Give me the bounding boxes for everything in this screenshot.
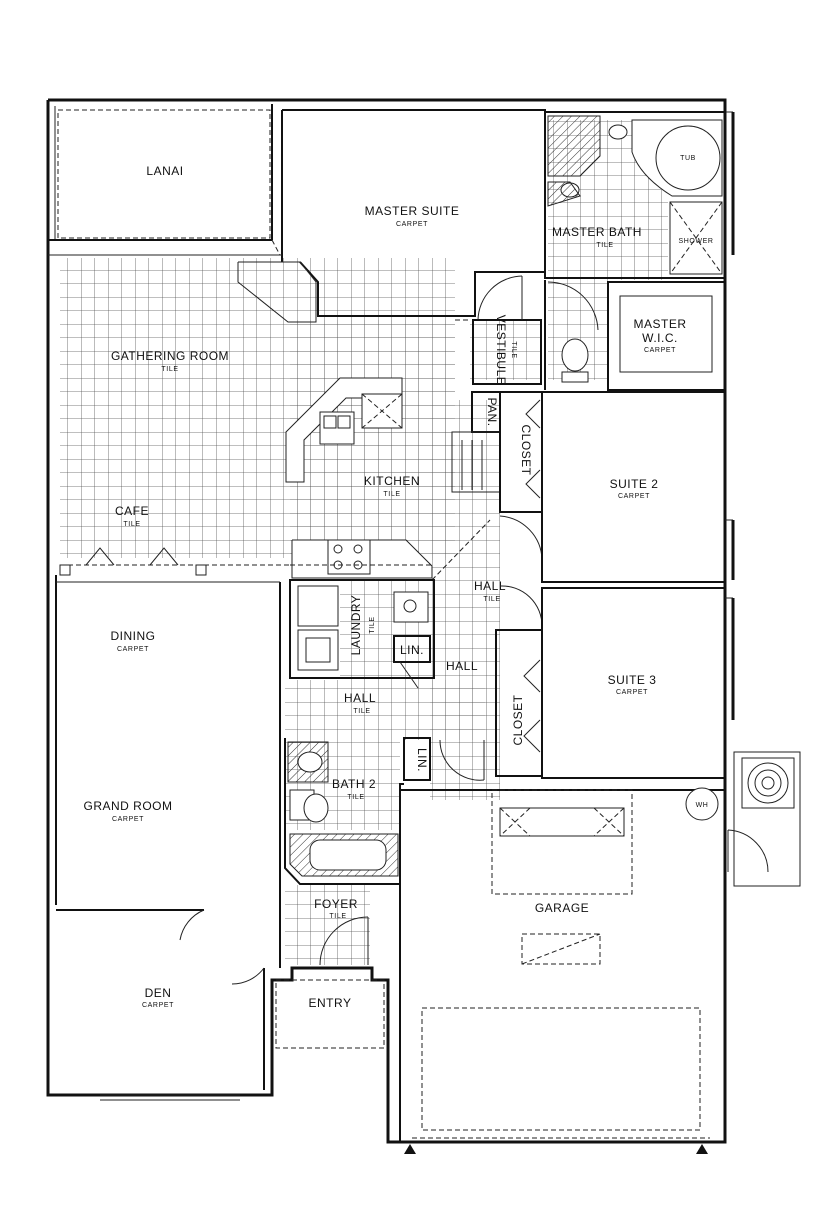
suite-3-floor: CARPET — [616, 689, 648, 696]
dining-label: DINING — [111, 629, 156, 643]
hall-1-label: HALL — [474, 579, 506, 593]
suite-2-floor: CARPET — [618, 493, 650, 500]
bath-2-label: BATH 2 — [332, 777, 376, 791]
cafe-label: CAFE — [115, 504, 149, 518]
hall-3-label: HALL — [344, 691, 376, 705]
closet-2: CLOSET — [495, 629, 543, 777]
closet-1-label: CLOSET — [519, 424, 533, 475]
pantry: PAN. — [451, 391, 501, 493]
master-suite-floor: CARPET — [396, 221, 428, 228]
master-bath: TUB SHOWER MASTER BATH TILE — [544, 111, 726, 279]
closet-1: CLOSET — [499, 391, 543, 561]
master-wic-label: MASTER — [633, 317, 686, 331]
entry: ENTRY — [275, 979, 385, 1049]
water-closet — [544, 280, 609, 390]
exterior-walls — [46, 98, 735, 1144]
hall-2-label: HALL — [446, 659, 478, 673]
foyer-floor: TILE — [329, 913, 346, 920]
foyer-label: FOYER — [314, 897, 358, 911]
grand-room-label: GRAND ROOM — [84, 799, 173, 813]
kitchen-label: KITCHEN — [364, 474, 420, 488]
vestibule-label: VESTIBULE — [494, 315, 508, 386]
tub-label: TUB — [680, 155, 696, 162]
den-floor: CARPET — [142, 1002, 174, 1009]
hall-3-floor: TILE — [353, 708, 370, 715]
laundry-floor: TILE — [369, 616, 376, 633]
master-wic-floor: CARPET — [644, 347, 676, 354]
shower-label: SHOWER — [678, 238, 713, 245]
grand-room-floor: CARPET — [112, 816, 144, 823]
laundry-label: LAUNDRY — [349, 595, 363, 656]
vestibule: VESTIBULE TILE — [472, 275, 542, 386]
bath-2-floor: TILE — [347, 794, 364, 801]
closet-2-label: CLOSET — [511, 694, 525, 745]
master-suite-label: MASTER SUITE — [365, 204, 460, 218]
ac-unit — [733, 751, 801, 887]
master-wic: MASTER W.I.C. CARPET — [607, 281, 726, 391]
gathering-room-label: GATHERING ROOM — [111, 349, 229, 363]
cafe-floor: TILE — [123, 521, 140, 528]
master-bath-floor: TILE — [596, 242, 613, 249]
foyer: FOYER TILE — [314, 897, 369, 966]
garage: GARAGE WH — [399, 784, 769, 1154]
master-bath-label: MASTER BATH — [552, 225, 642, 239]
suite-2-label: SUITE 2 — [610, 477, 659, 491]
dining-floor: CARPET — [117, 646, 149, 653]
suite-3-label: SUITE 3 — [608, 673, 657, 687]
vestibule-floor: TILE — [510, 341, 517, 358]
master-wic-label-2: W.I.C. — [642, 331, 678, 345]
garage-label: GARAGE — [535, 901, 589, 915]
entry-label: ENTRY — [309, 996, 352, 1010]
gathering-room-floor: TILE — [161, 366, 178, 373]
water-heater-label: WH — [696, 802, 709, 809]
lin-1-label: LIN. — [400, 643, 424, 657]
den: DEN CARPET — [56, 909, 265, 1101]
lin-2-label: LIN. — [415, 748, 429, 772]
den-label: DEN — [145, 986, 172, 1000]
suite-2: SUITE 2 CARPET — [541, 391, 735, 583]
gathering-room: GATHERING ROOM TILE CAFE TILE — [48, 254, 290, 576]
suite-3: SUITE 3 CARPET — [541, 587, 735, 779]
lanai-label: LANAI — [146, 164, 183, 178]
kitchen-floor: TILE — [383, 491, 400, 498]
dining-grand-room: DINING CARPET GRAND ROOM CARPET — [55, 575, 281, 968]
bath-2: BATH 2 TILE — [284, 738, 404, 885]
laundry: LAUNDRY TILE LIN. — [289, 579, 435, 689]
hall-2: HALL — [446, 659, 478, 673]
lanai: LANAI — [48, 104, 281, 256]
pantry-label: PAN. — [485, 397, 499, 426]
hall-3: HALL TILE LIN. — [344, 691, 485, 781]
hall-1-floor: TILE — [483, 596, 500, 603]
